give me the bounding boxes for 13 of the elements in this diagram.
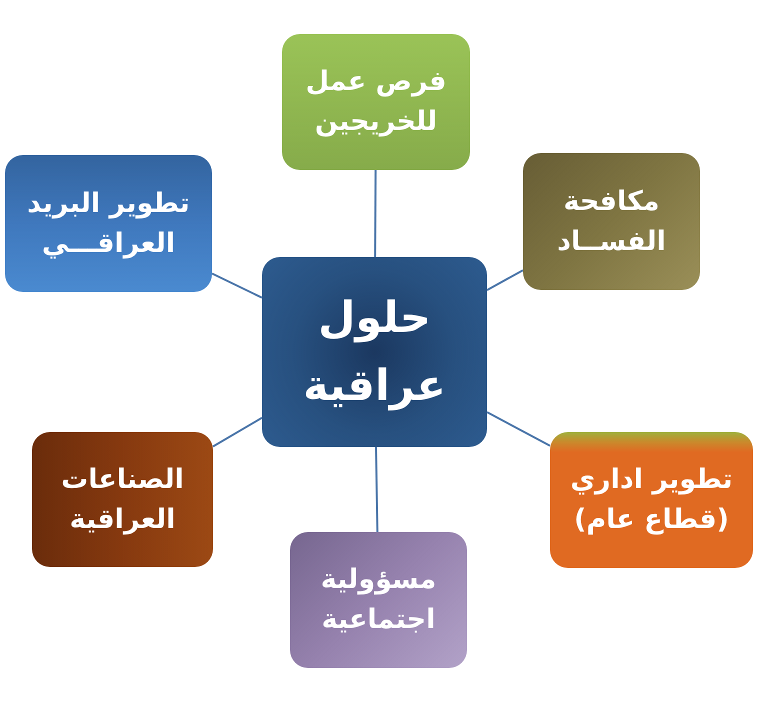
central-box: حلول عراقية (262, 257, 487, 447)
topic-box: تطوير البريد العراقـــي (5, 155, 212, 292)
connector-line (212, 272, 262, 299)
connector-line (486, 269, 524, 291)
topic-box: مسؤولية اجتماعية (290, 532, 467, 668)
connector-line (212, 416, 262, 448)
connector-line (374, 170, 377, 257)
topic-box: تطوير اداري (قطاع عام) (550, 432, 753, 568)
topic-box: فرص عمل للخريجين (282, 34, 470, 170)
connector-line (375, 446, 378, 532)
topic-box: مكافحة الفســاد (523, 153, 700, 290)
topic-box: الصناعات العراقية (32, 432, 213, 567)
connector-line (486, 411, 550, 447)
